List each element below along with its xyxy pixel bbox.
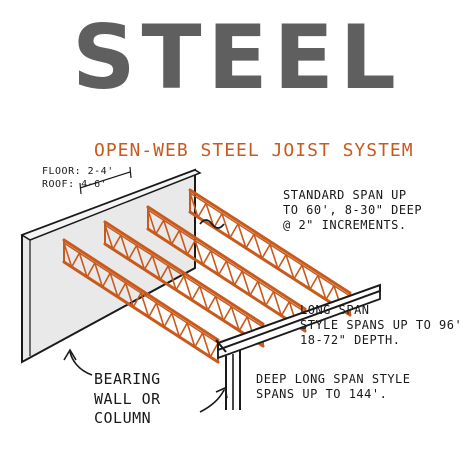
bearing-note: BEARING WALL OR COLUMN <box>94 370 161 429</box>
steel-joists <box>62 188 352 364</box>
deep-long-span-line: DEEP LONG SPAN STYLE <box>256 372 411 386</box>
steel-column <box>225 350 241 410</box>
bearing-wall <box>20 168 202 364</box>
bearing-line: WALL OR <box>94 389 161 408</box>
break-mark <box>199 219 225 229</box>
standard-span-note: STANDARD SPAN UP TO 60', 8-30" DEEP @ 2"… <box>283 188 422 233</box>
deep-long-span-note: DEEP LONG SPAN STYLE SPANS UP TO 144'. <box>256 372 411 402</box>
joist <box>62 238 220 364</box>
spacing-roof: ROOF: 4-6' <box>42 178 108 190</box>
standard-span-line: @ 2" INCREMENTS. <box>283 218 407 232</box>
long-span-line: 18-72" DEPTH. <box>300 333 401 347</box>
long-span-note: LONG SPAN STYLE SPANS UP TO 96' 18-72" D… <box>300 303 462 348</box>
spacing-floor: FLOOR: 2-4' <box>42 166 114 177</box>
standard-span-line: TO 60', 8-30" DEEP <box>283 203 423 217</box>
page-title: STEEL <box>72 6 402 109</box>
long-span-line: STYLE SPANS UP TO 96' <box>300 318 463 332</box>
joist <box>103 220 265 348</box>
bearing-arrows <box>63 348 228 413</box>
deep-long-span-line: SPANS UP TO 144'. <box>256 387 388 401</box>
joist <box>188 188 352 317</box>
spacing-dimension <box>79 166 132 195</box>
bearing-line: BEARING <box>94 370 161 388</box>
steel-girder <box>215 283 381 360</box>
standard-span-line: STANDARD SPAN UP <box>283 188 407 202</box>
diagram-subtitle: OPEN-WEB STEEL JOIST SYSTEM <box>94 140 414 161</box>
long-span-line: LONG SPAN <box>300 303 370 317</box>
spacing-note: FLOOR: 2-4' ROOF: 4-6' <box>42 166 114 191</box>
bearing-line: COLUMN <box>94 409 152 427</box>
